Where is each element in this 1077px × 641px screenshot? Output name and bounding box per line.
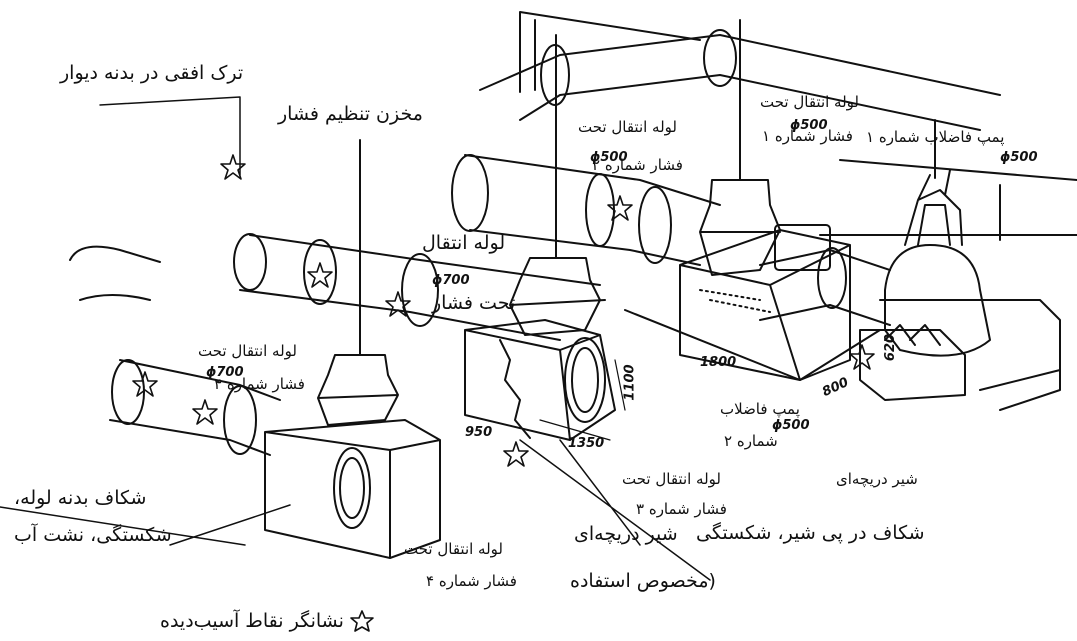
pipe-4b-label-line-1: لوله انتقال تحت bbox=[404, 540, 503, 558]
dim-1350: 1350 bbox=[568, 436, 605, 451]
special-use-label: (مخصوص استفاده bbox=[570, 570, 716, 592]
main-pipe-body bbox=[239, 234, 601, 341]
damage-star-icon bbox=[607, 195, 633, 221]
legend-label: نشانگر نقاط آسیب‌دیده bbox=[160, 610, 344, 632]
pump-1-label: پمپ فاضلاب شماره ۱ bbox=[866, 128, 1005, 146]
pipe-2-end bbox=[451, 154, 489, 232]
right-floor-slab bbox=[879, 299, 1061, 411]
dim-phi-700-main: ϕ700 bbox=[432, 273, 470, 288]
box-top-cap bbox=[774, 224, 831, 271]
dim-line-1100 bbox=[614, 359, 626, 411]
dim-950: 950 bbox=[465, 425, 493, 440]
damage-star-icon bbox=[132, 371, 158, 397]
pump-1-top bbox=[904, 169, 963, 246]
main-pipe-flange-2 bbox=[401, 253, 439, 327]
gate-valve-crack-label: شکاف در پی شیر، شکستگی bbox=[696, 522, 925, 544]
pipe-4a-label-line-1: لوله انتقال تحت bbox=[198, 342, 297, 360]
dim-phi-500-pump2: ϕ500 bbox=[772, 418, 810, 433]
valve-2-crack bbox=[499, 339, 531, 439]
legend: نشانگر نقاط آسیب‌دیده bbox=[160, 610, 374, 633]
left-curve-pipe bbox=[69, 245, 161, 301]
pipe-1-flange bbox=[817, 247, 847, 309]
pipe-2-flange-b bbox=[638, 186, 672, 264]
pipe-body-crack-label-line-1: شکاف بدنه لوله، bbox=[14, 487, 147, 509]
main-pipe-end bbox=[233, 233, 267, 291]
pipe-crack-leader bbox=[0, 504, 291, 546]
pipe-1-label-line-2: فشار شماره ۱ bbox=[762, 127, 853, 145]
upper-pipe-flange-2 bbox=[703, 29, 737, 87]
pump-2-label-line-1: پمپ فاضلاب bbox=[720, 400, 800, 418]
pipe-4b-label-line-2: فشار شماره ۴ bbox=[426, 572, 517, 590]
pipe-3-label-line-1: لوله انتقال تحت bbox=[622, 470, 721, 488]
damage-star-icon bbox=[192, 399, 218, 425]
pipe-4a-label-line-2: فشار شماره ۴ bbox=[214, 375, 305, 393]
valve-box-2 bbox=[464, 319, 616, 441]
surge-tank-label: مخزن تنظیم فشار bbox=[278, 103, 423, 125]
lower-pipe-end bbox=[111, 359, 145, 425]
pipe-body-crack-label-line-2: شکستگی، نشت آب bbox=[14, 524, 172, 546]
upper-back-pipe bbox=[479, 34, 1001, 131]
lower-pipe-flange bbox=[223, 385, 257, 455]
dim-line-1350 bbox=[539, 419, 611, 441]
valve-3-port-inner bbox=[339, 457, 365, 519]
valve-box-3 bbox=[264, 419, 441, 559]
damage-star-icon bbox=[849, 344, 875, 370]
pipe-1-label-line-1: لوله انتقال تحت bbox=[760, 93, 859, 111]
dim-phi-500-pipe2: ϕ500 bbox=[590, 150, 628, 165]
damage-star-icon bbox=[350, 610, 374, 633]
gate-crack-leader bbox=[519, 439, 711, 581]
main-pipe-flange-1 bbox=[303, 239, 337, 305]
damage-star-icon bbox=[385, 291, 411, 317]
pump-2-label-line-2: شماره ۲ bbox=[724, 432, 778, 450]
damage-star-icon bbox=[503, 441, 529, 467]
pipe-2-body bbox=[464, 154, 721, 266]
dim-phi-500-pipe1: ϕ500 bbox=[790, 118, 828, 133]
dim-620: 620 bbox=[883, 333, 899, 362]
wall-crack-leader bbox=[99, 96, 241, 176]
dim-phi-700-pipe4: ϕ700 bbox=[206, 365, 244, 380]
gate-valve-3-body bbox=[317, 354, 399, 426]
pipe-2-label-line-1: لوله انتقال تحت bbox=[578, 118, 677, 136]
valve-2-port-inner bbox=[571, 347, 599, 413]
floor-edge-1800 bbox=[624, 309, 881, 381]
damage-star-icon bbox=[307, 262, 333, 288]
dim-1800: 1800 bbox=[700, 355, 737, 370]
pipe-2-flange bbox=[585, 173, 615, 247]
pump-1-base bbox=[859, 324, 966, 401]
valve-box-1 bbox=[679, 229, 851, 381]
wall-crack-label: ترک افقی در بدنه دیوار bbox=[60, 62, 244, 84]
pipe-2-label-line-2: فشار شماره ۲ bbox=[592, 156, 683, 174]
gate-valve-label: شیر دریچه‌ای bbox=[574, 523, 678, 545]
damage-markers bbox=[132, 154, 875, 467]
valve-3-port bbox=[333, 447, 371, 529]
valve-2-port bbox=[564, 337, 606, 423]
pump-1-body bbox=[884, 244, 991, 357]
valve-small-label: شیر دریچه‌ای bbox=[836, 470, 918, 488]
damage-star-icon bbox=[220, 154, 246, 180]
gate-valve-1-body bbox=[699, 179, 781, 276]
dim-1100: 1100 bbox=[622, 364, 638, 401]
main-pipe-label-line-1: لوله انتقال bbox=[422, 232, 506, 254]
floor-hatch bbox=[699, 289, 771, 313]
dim-phi-500-pump1: ϕ500 bbox=[1000, 150, 1038, 165]
main-pipe-label-line-2: تحت فشار bbox=[432, 292, 516, 314]
pipe-3-label-line-2: فشار شماره ۳ bbox=[636, 500, 727, 518]
